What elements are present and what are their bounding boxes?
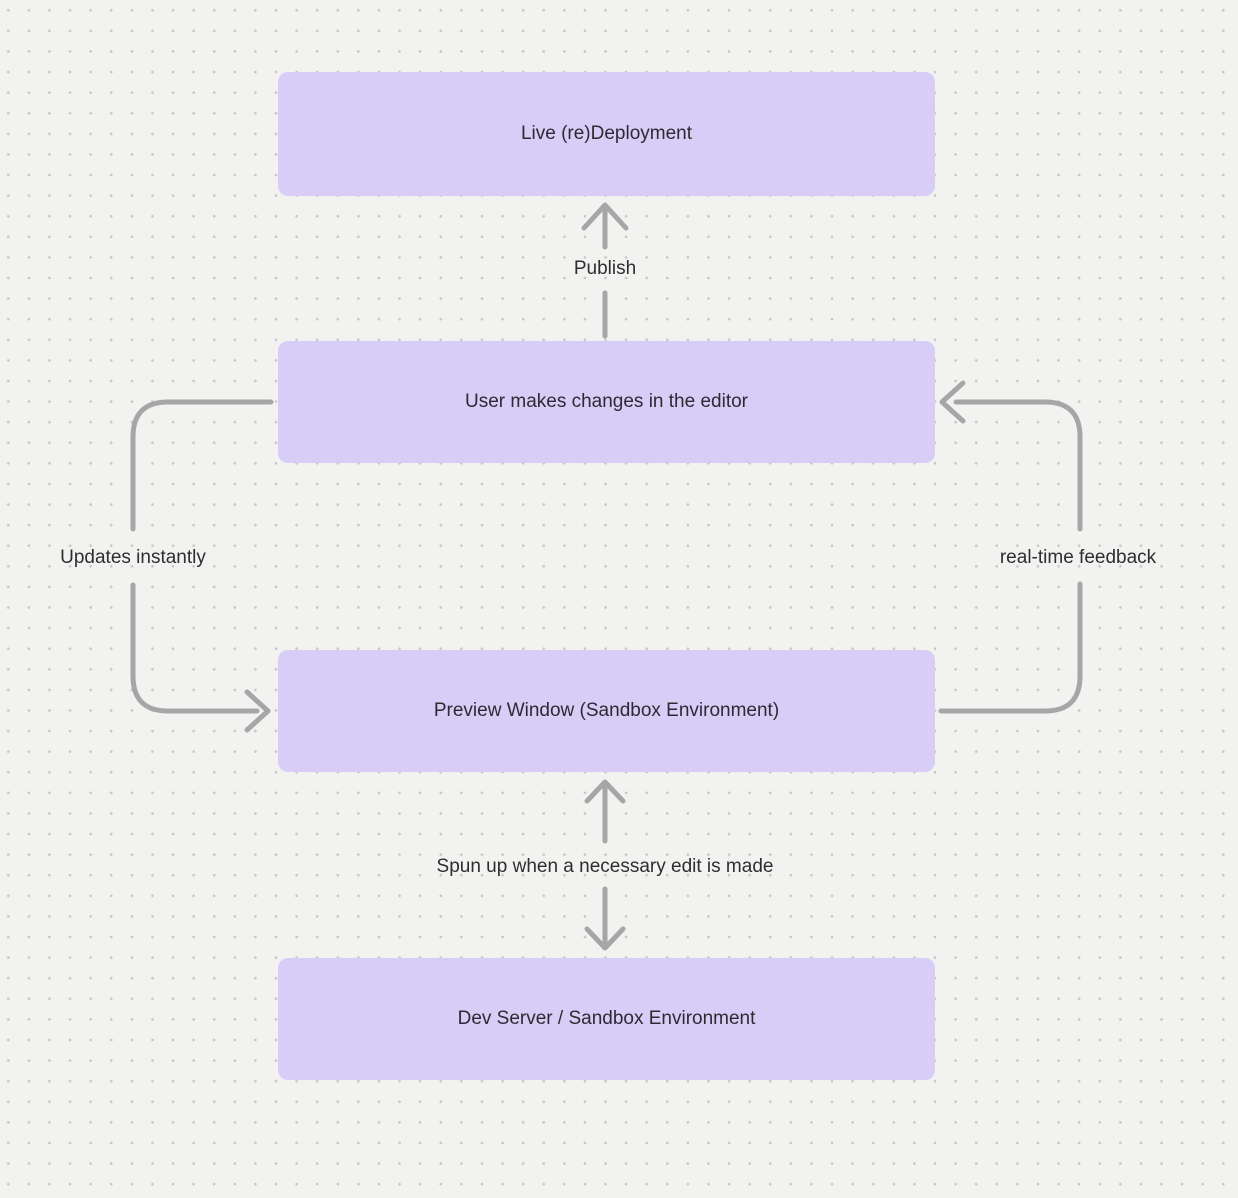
node-dev-server[interactable]: Dev Server / Sandbox Environment — [278, 958, 935, 1080]
node-user-editor-label: User makes changes in the editor — [464, 390, 749, 412]
node-preview-window-label: Preview Window (Sandbox Environment) — [433, 699, 780, 721]
arrowhead-up-icon — [581, 202, 629, 231]
arrowhead-right-icon — [244, 689, 271, 733]
arrowhead-up-icon — [584, 779, 626, 804]
node-live-redeployment-label: Live (re)Deployment — [520, 122, 693, 144]
node-dev-server-label: Dev Server / Sandbox Environment — [457, 1007, 756, 1029]
edge-label-real-time-feedback: real-time feedback — [999, 547, 1157, 568]
edge-label-spun-up: Spun up when a necessary edit is made — [436, 856, 774, 877]
node-preview-window[interactable]: Preview Window (Sandbox Environment) — [278, 650, 935, 772]
edge-label-updates-instantly: Updates instantly — [60, 547, 206, 568]
node-user-editor[interactable]: User makes changes in the editor — [278, 341, 935, 463]
node-live-redeployment[interactable]: Live (re)Deployment — [278, 72, 935, 196]
arrowhead-down-icon — [584, 926, 626, 951]
edge-label-publish: Publish — [573, 258, 637, 279]
arrowhead-left-icon — [939, 380, 966, 424]
